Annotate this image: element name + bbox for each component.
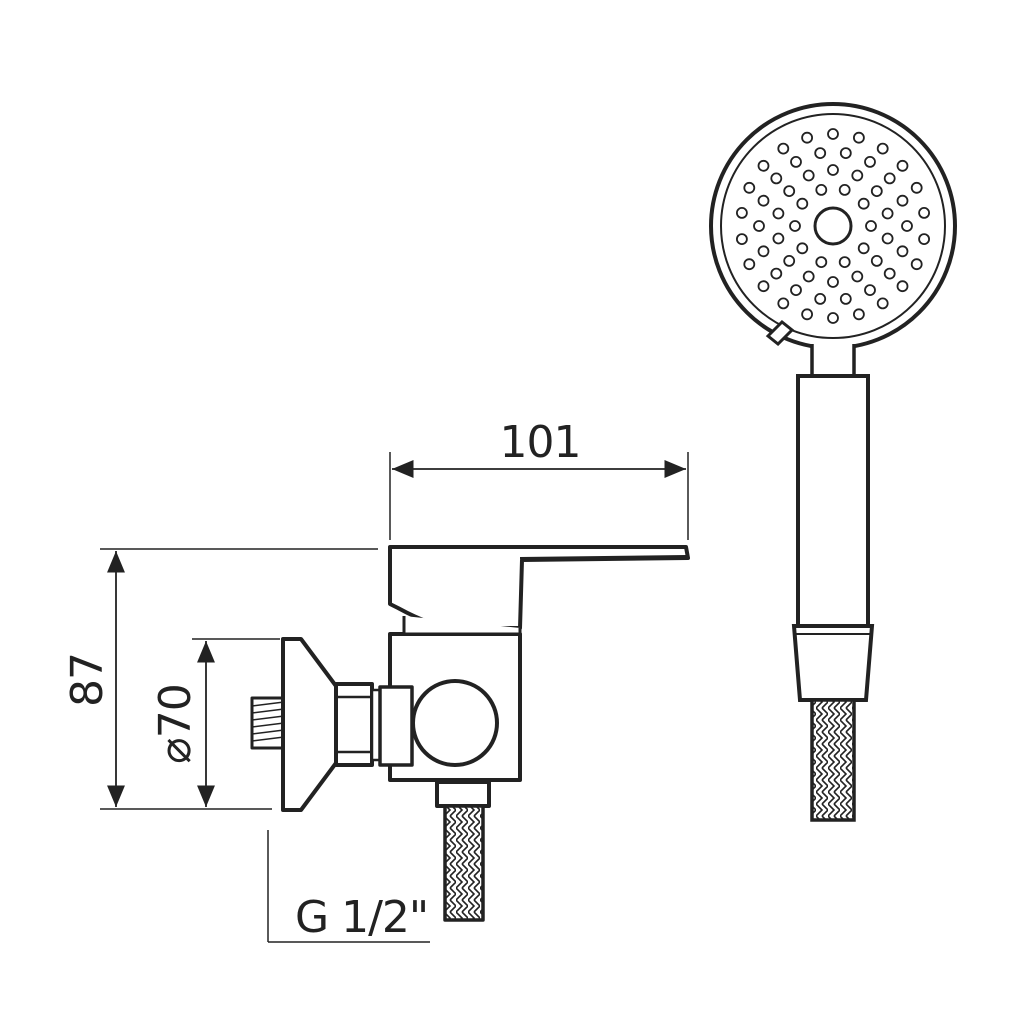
shower-handle: [796, 374, 870, 628]
nozzle: [827, 276, 839, 288]
nozzle: [827, 164, 839, 176]
nozzle: [736, 206, 748, 219]
nozzle: [770, 172, 783, 185]
nozzle: [772, 207, 785, 220]
nozzle: [753, 220, 765, 232]
nozzle: [801, 131, 813, 144]
nozzle: [870, 254, 883, 267]
hex-nut: [334, 682, 382, 767]
outlet-nut: [435, 780, 491, 808]
threaded-stub: [250, 696, 286, 750]
diameter-label: ⌀70: [150, 684, 201, 763]
nozzle: [815, 183, 828, 196]
nozzle: [883, 172, 896, 185]
valve-collar: [378, 685, 414, 767]
nozzle: [815, 256, 828, 269]
nozzle: [814, 292, 827, 305]
nozzle: [901, 220, 913, 232]
nozzle: [814, 147, 827, 160]
nozzle: [857, 197, 870, 210]
nozzle: [853, 308, 865, 321]
nozzle: [918, 233, 930, 246]
diameter-dimension: ⌀70: [150, 638, 280, 807]
handle-connector: [791, 624, 875, 702]
nozzle: [881, 232, 894, 245]
nozzle: [757, 159, 770, 172]
height-label: 87: [62, 653, 113, 707]
nozzle: [790, 155, 802, 168]
nozzle: [757, 245, 770, 258]
nozzle: [757, 280, 770, 293]
nozzle: [853, 131, 865, 144]
nozzle: [876, 142, 889, 155]
nozzle: [851, 169, 864, 182]
nozzle: [896, 194, 909, 207]
shower-nozzles: [736, 128, 930, 324]
nozzle: [838, 256, 851, 269]
nozzle: [864, 284, 876, 297]
nozzle: [865, 220, 877, 232]
nozzle: [838, 183, 851, 196]
lever-handle: [388, 545, 690, 630]
height-dimension: 87: [62, 548, 378, 810]
braided-hose-right: [810, 698, 856, 822]
wall-flange: [281, 637, 338, 812]
nozzle: [896, 280, 909, 293]
thread-callout: G 1/2": [267, 830, 430, 943]
nozzle: [910, 181, 923, 194]
nozzle: [876, 297, 889, 310]
mode-switch-icon: [765, 319, 795, 347]
nozzle: [770, 267, 783, 280]
nozzle: [789, 220, 801, 232]
nozzle: [839, 147, 852, 160]
nozzle: [881, 207, 894, 220]
hand-shower: [709, 102, 957, 822]
mixer-assembly: [250, 545, 690, 922]
nozzle: [851, 270, 864, 283]
nozzle: [870, 185, 883, 198]
nozzle: [827, 128, 839, 140]
nozzle: [839, 292, 852, 305]
nozzle: [743, 258, 756, 271]
nozzle: [783, 254, 796, 267]
nozzle: [918, 206, 930, 219]
width-label: 101: [500, 417, 581, 468]
nozzle: [802, 270, 815, 283]
width-dimension: 101: [389, 417, 689, 540]
nozzle: [777, 297, 790, 310]
nozzle: [910, 258, 923, 271]
nozzle: [896, 159, 909, 172]
thread-label: G 1/2": [295, 892, 428, 943]
nozzle: [783, 185, 796, 198]
nozzle: [796, 197, 809, 210]
nozzle: [772, 232, 785, 245]
nozzle: [883, 267, 896, 280]
nozzle: [801, 308, 813, 321]
nozzle: [857, 242, 870, 255]
shower-neck: [810, 344, 856, 380]
nozzle: [743, 181, 756, 194]
center-nozzle: [813, 206, 853, 246]
nozzle: [796, 242, 809, 255]
nozzle: [896, 245, 909, 258]
braided-hose-left: [443, 804, 485, 922]
nozzle: [790, 284, 802, 297]
nozzle: [827, 312, 839, 324]
nozzle: [757, 194, 770, 207]
cartridge-cap: [411, 679, 499, 767]
nozzle: [736, 233, 748, 246]
nozzle: [864, 155, 876, 168]
nozzle: [802, 169, 815, 182]
nozzle: [777, 142, 790, 155]
